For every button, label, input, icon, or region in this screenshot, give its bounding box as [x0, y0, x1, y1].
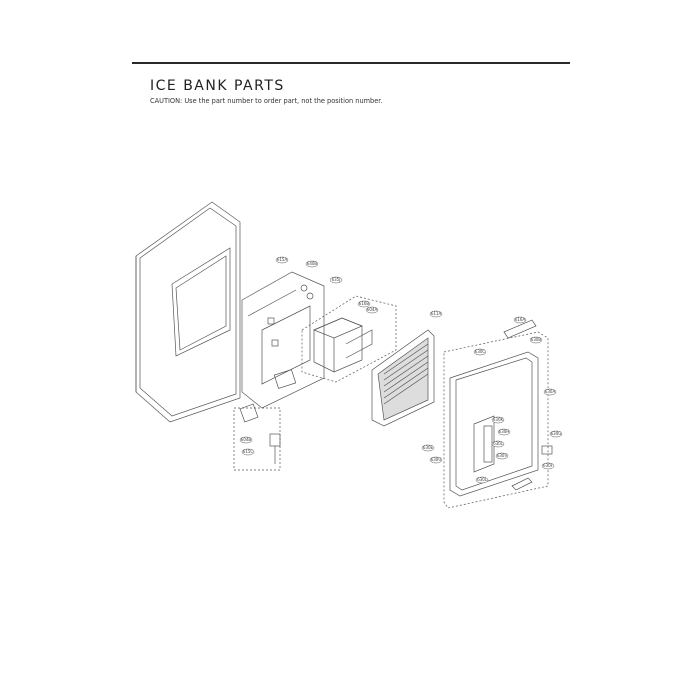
- ice-bank-cover: [371, 329, 435, 427]
- label-630G: 630G: [551, 431, 562, 436]
- callout-630H: [497, 428, 511, 436]
- label-611A: 611A: [431, 311, 442, 316]
- label-630U: 630U: [431, 457, 442, 462]
- callout-630U: [429, 456, 443, 464]
- callout-604B: [239, 436, 253, 444]
- callout-630B: [529, 336, 543, 344]
- callout-615C: [241, 448, 255, 456]
- callout-630L: [491, 440, 505, 448]
- label-615A: 615A: [277, 257, 288, 262]
- callout-630V: [495, 452, 509, 460]
- label-630C: 630C: [475, 349, 486, 354]
- label-630V: 630V: [497, 453, 508, 458]
- callout-616A: [513, 316, 527, 324]
- label-640B: 640B: [307, 261, 318, 266]
- label-616B: 616B: [359, 301, 370, 306]
- callout-604A: [365, 306, 379, 314]
- ice-bank-housing: [241, 271, 325, 409]
- callout-630K: [491, 416, 505, 424]
- callout-630A: [543, 388, 557, 396]
- label-630L: 630L: [493, 441, 504, 446]
- callout-611A: [429, 310, 443, 318]
- callout-630C: [473, 348, 487, 356]
- label-615C: 615C: [243, 449, 254, 454]
- label-635J: 635J: [332, 277, 341, 282]
- label-630L-b: 630L: [477, 477, 488, 482]
- label-616A: 616A: [515, 317, 526, 322]
- door-liner: [135, 201, 241, 423]
- callout-615A: [275, 256, 289, 264]
- label-604A: 604A: [367, 307, 378, 312]
- ice-maker-tray: [301, 295, 397, 383]
- page-title: ICE BANK PARTS: [150, 78, 285, 94]
- callout-630G: [549, 430, 563, 438]
- small-parts: [233, 284, 553, 491]
- callout-630L-b: [475, 476, 489, 484]
- label-630K: 630K: [493, 417, 504, 422]
- caution-note: CAUTION: Use the part number to order pa…: [150, 97, 383, 105]
- callout-635J: [329, 276, 343, 284]
- label-630F: 630F: [543, 463, 554, 468]
- label-604B: 604B: [241, 437, 252, 442]
- callout-616B: [357, 300, 371, 308]
- label-630B: 630B: [531, 337, 542, 342]
- callout-640B: [305, 260, 319, 268]
- label-630H: 630H: [499, 429, 510, 434]
- callout-630F: [541, 462, 555, 470]
- callout-630E: [421, 444, 435, 452]
- ice-bank-door: [443, 319, 549, 509]
- label-630A: 630A: [545, 389, 556, 394]
- label-630E: 630E: [423, 445, 434, 450]
- header-rule: [132, 62, 570, 64]
